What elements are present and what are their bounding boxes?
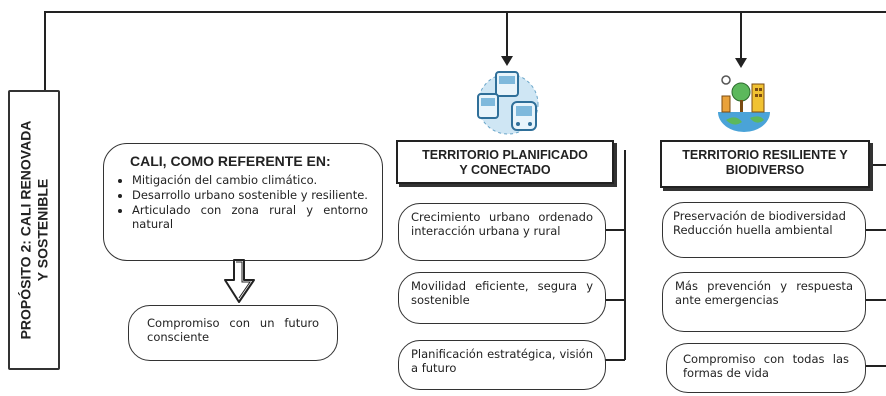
purpose-line-1: PROPÓSITO 2: CALI RENOVADA [17, 120, 33, 340]
referent-item: Desarrollo urbano sostenible y resilient… [132, 188, 368, 202]
territory-planned-item: Movilidad eficiente, segura y sostenible [398, 272, 606, 324]
territory-resilient-item: Compromiso con todas las formas de vida [666, 343, 866, 393]
referent-item: Articulado con zona rural y entorno natu… [132, 203, 368, 231]
purpose-line-2: Y SOSTENIBLE [34, 178, 50, 282]
territory-planned-item: Planificación estratégica, visión a futu… [398, 340, 606, 390]
territory-resilient-header: TERRITORIO RESILIENTE Y BIODIVERSO [660, 140, 870, 188]
territory-planned-item-text: Planificación estratégica, visión a futu… [411, 347, 593, 375]
territory-planned-item-text: Movilidad eficiente, segura y sostenible [411, 279, 593, 307]
territory-resilient-item-text: Más prevención y respuesta ante emergenc… [675, 279, 853, 307]
transport-icon [477, 71, 539, 135]
territory-resilient-item: Preservación de biodiversidad Reducción … [662, 202, 866, 258]
territory-resilient-item-text: Reducción huella ambiental [673, 223, 833, 237]
territory-planned-title-1: TERRITORIO PLANIFICADO [422, 148, 588, 162]
referent-list: Mitigación del cambio climático. Desarro… [118, 173, 368, 231]
territory-planned-header: TERRITORIO PLANIFICADO Y CONECTADO [396, 140, 614, 184]
earth-city-icon [718, 75, 770, 132]
purpose-label: PROPÓSITO 2: CALI RENOVADA Y SOSTENIBLE [8, 90, 60, 370]
territory-planned-item-text: Crecimiento urbano ordenado interacción … [411, 210, 593, 238]
territory-planned-title-2: Y CONECTADO [459, 163, 551, 177]
territory-resilient-item-text: Compromiso con todas las formas de vida [683, 352, 849, 380]
commitment-bubble: Compromiso con un futuro consciente [128, 305, 338, 361]
referent-title: CALI, COMO REFERENTE EN: [130, 153, 331, 169]
referent-bubble: CALI, COMO REFERENTE EN: Mitigación del … [103, 143, 383, 261]
territory-resilient-item-text: Preservación de biodiversidad [673, 209, 846, 223]
referent-item: Mitigación del cambio climático. [132, 173, 368, 187]
territory-planned-item: Crecimiento urbano ordenado interacción … [398, 203, 606, 261]
territory-resilient-item: Más prevención y respuesta ante emergenc… [662, 272, 866, 332]
down-arrow-icon [224, 259, 255, 303]
territory-resilient-title-1: TERRITORIO RESILIENTE Y [682, 148, 848, 162]
commitment-text: Compromiso con un futuro consciente [147, 316, 319, 344]
territory-resilient-title-2: BIODIVERSO [725, 163, 805, 177]
